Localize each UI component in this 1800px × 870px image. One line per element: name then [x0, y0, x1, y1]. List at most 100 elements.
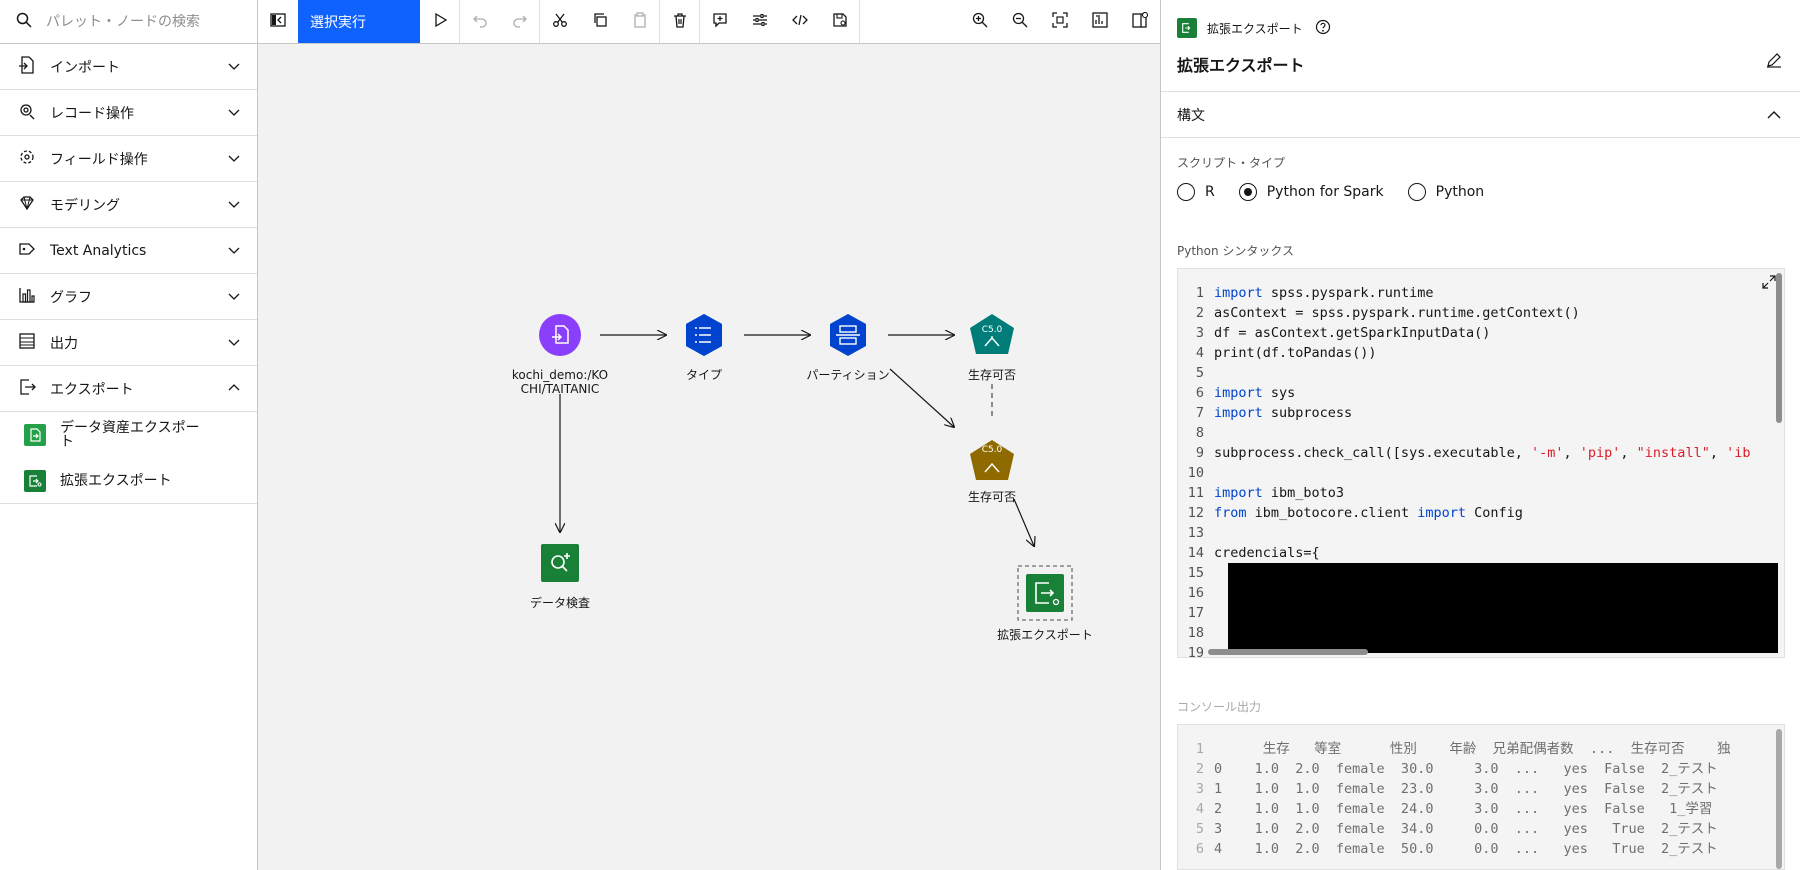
- c50-model-node-bottom[interactable]: [970, 440, 1014, 480]
- redo-button[interactable]: [500, 0, 540, 43]
- zoom-in-button[interactable]: [960, 0, 1000, 43]
- radio-circle: [1177, 183, 1195, 201]
- run-selection-button[interactable]: 選択実行: [298, 0, 420, 43]
- copy-button[interactable]: [580, 0, 620, 43]
- radio-python-for-spark[interactable]: Python for Spark: [1238, 183, 1384, 201]
- line-number: 3: [1195, 781, 1204, 797]
- line-number: 15: [1187, 565, 1204, 581]
- save-icon: [832, 12, 848, 32]
- help-icon[interactable]: [1315, 19, 1331, 38]
- category-output[interactable]: 出力: [0, 320, 257, 366]
- source-node-label: kochi_demo:/KOCHI/TAITANIC: [511, 368, 609, 396]
- console-scrollbar[interactable]: [1776, 729, 1782, 869]
- c50-badge-top: C5.0: [981, 325, 1003, 335]
- keyword: from: [1214, 505, 1247, 521]
- category-text-analytics[interactable]: Text Analytics: [0, 228, 257, 274]
- line-number: 4: [1195, 801, 1204, 817]
- search-input[interactable]: [46, 13, 236, 30]
- syntax-section-header[interactable]: 構文: [1161, 92, 1800, 138]
- python-syntax-label: Python シンタックス: [1177, 244, 1295, 258]
- category-record-ops[interactable]: レコード操作: [0, 90, 257, 136]
- radio-r[interactable]: R: [1177, 183, 1215, 201]
- console-text: 4 1.0 2.0 female 50.0 0.0 ... yes True 2…: [1214, 841, 1718, 857]
- script-type-radios: R Python for Spark Python: [1177, 183, 1784, 201]
- console-text: 1 1.0 1.0 female 23.0 3.0 ... yes False …: [1214, 781, 1718, 797]
- partition-node[interactable]: [830, 314, 866, 356]
- fit-screen-icon: [1052, 11, 1068, 32]
- zoom-in-icon: [972, 12, 988, 32]
- c50-model-node-top[interactable]: [970, 314, 1014, 354]
- edit-icon[interactable]: [1766, 52, 1782, 72]
- data-audit-label: データ検査: [529, 596, 590, 610]
- chevron-down-icon: [227, 59, 241, 77]
- paste-icon: [632, 11, 648, 32]
- undo-button[interactable]: [460, 0, 500, 43]
- data-asset-export-icon: [24, 424, 46, 446]
- category-import[interactable]: インポート: [0, 44, 257, 90]
- extension-export-node[interactable]: [1017, 565, 1073, 621]
- radio-python[interactable]: Python: [1407, 183, 1484, 201]
- line-number: 10: [1187, 465, 1204, 481]
- string-literal: 'pip': [1579, 445, 1621, 461]
- code-button[interactable]: [780, 0, 820, 43]
- run-button[interactable]: [420, 0, 460, 43]
- source-node[interactable]: [539, 314, 581, 356]
- category-field-ops[interactable]: フィールド操作: [0, 136, 257, 182]
- code-text: import ibm_boto3: [1214, 483, 1344, 503]
- code-text: import subprocess: [1214, 403, 1352, 423]
- settings-button[interactable]: [740, 0, 780, 43]
- code-line: 19: [1178, 643, 1784, 657]
- console-line: 3 1 1.0 1.0 female 23.0 3.0 ... yes False…: [1178, 779, 1784, 799]
- palette-item-label: データ資産エクスポート: [60, 420, 200, 450]
- palette-item-extension-export[interactable]: 拡張エクスポート: [0, 458, 257, 504]
- category-export[interactable]: エクスポート: [0, 366, 257, 412]
- code-line: 18: [1178, 623, 1784, 643]
- open-properties-button[interactable]: [1120, 0, 1160, 43]
- properties-header: 拡張エクスポート 拡張エクスポート: [1161, 0, 1800, 92]
- delete-button[interactable]: [660, 0, 700, 43]
- data-audit-node[interactable]: [541, 544, 579, 582]
- scissors-icon: [552, 12, 568, 32]
- keyword: import: [1214, 285, 1263, 301]
- string-literal: "install": [1636, 445, 1710, 461]
- toggle-palette-button[interactable]: [258, 0, 298, 43]
- code-text: print(df.toPandas()): [1214, 343, 1377, 363]
- expand-icon[interactable]: [1762, 275, 1776, 293]
- line-number: 3: [1195, 325, 1204, 341]
- chevron-down-icon: [227, 243, 241, 261]
- category-label: フィールド操作: [50, 151, 148, 168]
- minimap-button[interactable]: [1080, 0, 1120, 43]
- category-modeling[interactable]: モデリング: [0, 182, 257, 228]
- paste-button[interactable]: [620, 0, 660, 43]
- fit-to-screen-button[interactable]: [1040, 0, 1080, 43]
- code-horizontal-scrollbar[interactable]: [1208, 649, 1368, 655]
- type-node[interactable]: [686, 314, 722, 356]
- code-line: 13: [1178, 523, 1784, 543]
- chevron-down-icon: [227, 335, 241, 353]
- link-partition-model-bottom[interactable]: [889, 368, 954, 427]
- link-model-export[interactable]: [1013, 498, 1034, 546]
- palette-item-data-asset-export[interactable]: データ資産エクスポート: [0, 412, 257, 458]
- code-line: 16: [1178, 583, 1784, 603]
- chevron-down-icon: [227, 151, 241, 169]
- cut-button[interactable]: [540, 0, 580, 43]
- zoom-out-button[interactable]: [1000, 0, 1040, 43]
- save-version-button[interactable]: [820, 0, 860, 43]
- add-comment-button[interactable]: [700, 0, 740, 43]
- tag-icon: [18, 240, 36, 262]
- line-number: 13: [1187, 525, 1204, 541]
- code-rest: df = asContext.getSparkInputData(): [1214, 325, 1491, 341]
- line-number: 1: [1195, 285, 1204, 301]
- category-graphs[interactable]: グラフ: [0, 274, 257, 320]
- flow-canvas[interactable]: C5.0 C5.0 kochi_demo:/KOCHI/TAITANIC タイプ…: [258, 44, 1160, 870]
- keyword: import: [1417, 505, 1466, 521]
- code-rest: print(df.toPandas()): [1214, 345, 1377, 361]
- code-text: import sys: [1214, 383, 1295, 403]
- extension-export-icon: [24, 469, 46, 492]
- node-title: 拡張エクスポート: [1177, 56, 1305, 75]
- code-vertical-scrollbar[interactable]: [1776, 273, 1782, 423]
